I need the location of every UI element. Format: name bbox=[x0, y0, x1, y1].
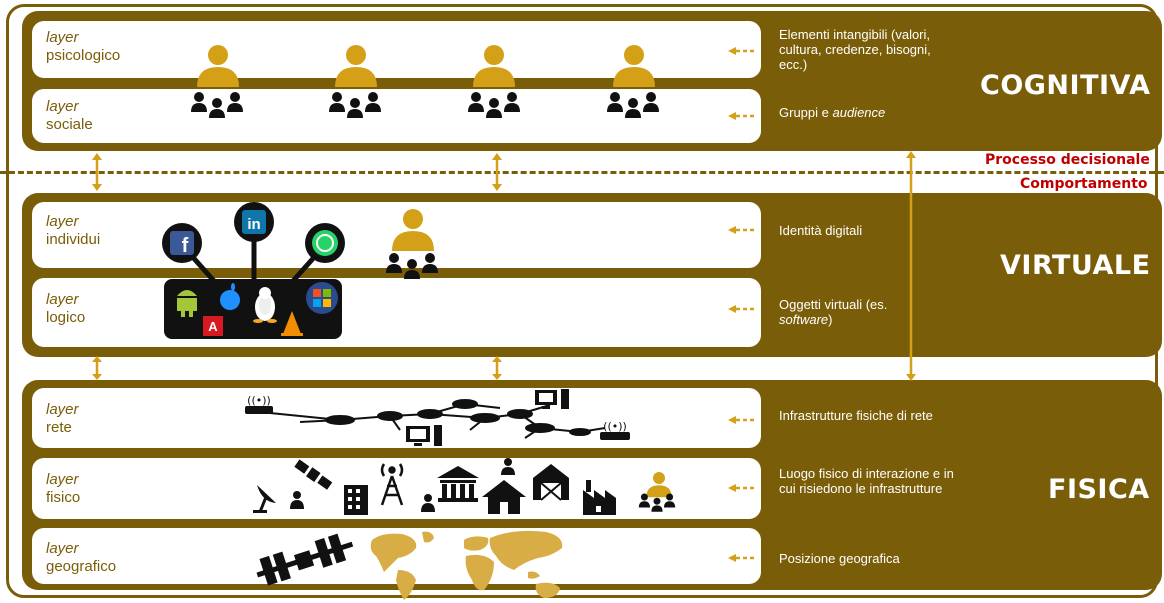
facebook-icon: f bbox=[162, 223, 202, 263]
computer-icon bbox=[406, 425, 442, 446]
desc-text: Oggetti virtuali (es. bbox=[779, 297, 888, 312]
desc-geografico: Posizione geografica bbox=[779, 551, 900, 566]
svg-text:((•)): ((•)) bbox=[247, 394, 271, 407]
dashed-arrow-icon bbox=[728, 112, 756, 120]
layer-name: fisico bbox=[46, 489, 81, 506]
layer-name: individui bbox=[46, 231, 101, 248]
computer-icon bbox=[535, 389, 569, 409]
android-icon bbox=[177, 290, 197, 317]
svg-text:((•)): ((•)) bbox=[603, 420, 627, 433]
dashed-arrow-icon bbox=[728, 226, 756, 234]
desc-logico: Oggetti virtuali (es. software) bbox=[779, 297, 899, 327]
router-icon: ((•)) bbox=[245, 394, 273, 414]
double-arrow-icon bbox=[492, 153, 502, 191]
layer-label-fisico: layer fisico bbox=[46, 471, 80, 507]
bank-icon bbox=[437, 466, 479, 502]
barn-icon bbox=[533, 464, 569, 501]
domain-title-virtuale: VIRTUALE bbox=[1000, 250, 1151, 281]
label-processo-decisionale: Processo decisionale bbox=[985, 152, 1150, 168]
domain-title-fisica: FISICA bbox=[1048, 474, 1150, 505]
antenna-tower-icon bbox=[380, 463, 404, 506]
desc-italic: audience bbox=[832, 105, 886, 120]
satellite-icon bbox=[294, 459, 333, 490]
person-icon bbox=[501, 458, 515, 475]
layer-word: layer bbox=[46, 401, 79, 418]
layer-label-logico: layer logico bbox=[46, 291, 85, 327]
layer-label-rete: layer rete bbox=[46, 401, 79, 437]
windows-icon bbox=[306, 282, 338, 314]
world-map-icon bbox=[370, 530, 563, 600]
router-icon: ((•)) bbox=[600, 420, 630, 440]
double-arrow-icon bbox=[92, 153, 102, 191]
desc-individui: Identità digitali bbox=[779, 223, 863, 238]
dashed-arrow-icon bbox=[728, 305, 756, 313]
layer-word: layer bbox=[46, 98, 79, 115]
layer-label-geografico: layer geografico bbox=[46, 540, 116, 576]
layer-name: rete bbox=[46, 419, 72, 436]
domain-title-cognitiva: COGNITIVA bbox=[980, 70, 1151, 101]
layer-word: layer bbox=[46, 291, 79, 308]
adobe-icon: A bbox=[203, 316, 223, 336]
layer-word: layer bbox=[46, 540, 79, 557]
whatsapp-icon bbox=[305, 223, 345, 263]
satellite-dish-icon bbox=[253, 485, 276, 513]
desc-text-end: ) bbox=[828, 312, 833, 327]
person-icon bbox=[421, 494, 435, 512]
separator-dashed-line bbox=[0, 171, 1164, 174]
building-icon bbox=[344, 485, 368, 515]
facebook-letter: f bbox=[182, 235, 189, 257]
space-station-icon bbox=[256, 533, 354, 586]
layer-name: geografico bbox=[46, 558, 117, 575]
layer-name: psicologico bbox=[46, 47, 121, 64]
long-double-arrow-icon bbox=[906, 151, 916, 381]
layer-word: layer bbox=[46, 213, 79, 230]
label-comportamento: Comportamento bbox=[1020, 176, 1148, 192]
desc-sociale: Gruppi e audience bbox=[779, 105, 885, 120]
linux-icon bbox=[253, 287, 277, 323]
desc-text: Gruppi e bbox=[779, 105, 833, 120]
linkedin-icon: in bbox=[234, 202, 274, 242]
house-icon bbox=[482, 480, 526, 514]
vlc-icon bbox=[281, 311, 303, 336]
double-arrow-icon bbox=[92, 356, 102, 380]
double-arrow-icon bbox=[492, 356, 502, 380]
layer-label-psicologico: layer psicologico bbox=[46, 29, 120, 65]
desc-fisico: Luogo fisico di interazione e in cui ris… bbox=[779, 466, 954, 496]
linkedin-letter: in bbox=[247, 216, 260, 233]
factory-icon bbox=[583, 480, 616, 515]
layer-word: layer bbox=[46, 29, 79, 46]
adobe-letter: A bbox=[208, 319, 218, 334]
layer-box-logico bbox=[32, 278, 761, 347]
layer-label-sociale: layer sociale bbox=[46, 98, 93, 134]
layer-name: logico bbox=[46, 309, 86, 326]
dashed-arrow-icon bbox=[728, 554, 756, 562]
dashed-arrow-icon bbox=[728, 416, 756, 424]
apple-icon bbox=[220, 283, 240, 310]
desc-rete: Infrastrutture fisiche di rete bbox=[779, 408, 933, 423]
layer-word: layer bbox=[46, 471, 79, 488]
desc-psicologico: Elementi intangibili (valori, cultura, c… bbox=[779, 27, 931, 72]
person-icon bbox=[290, 491, 304, 509]
layer-label-individui: layer individui bbox=[46, 213, 100, 249]
dashed-arrow-icon bbox=[728, 484, 756, 492]
desc-italic: software bbox=[779, 312, 829, 327]
dashed-arrow-icon bbox=[728, 47, 756, 55]
layer-name: sociale bbox=[46, 116, 93, 133]
